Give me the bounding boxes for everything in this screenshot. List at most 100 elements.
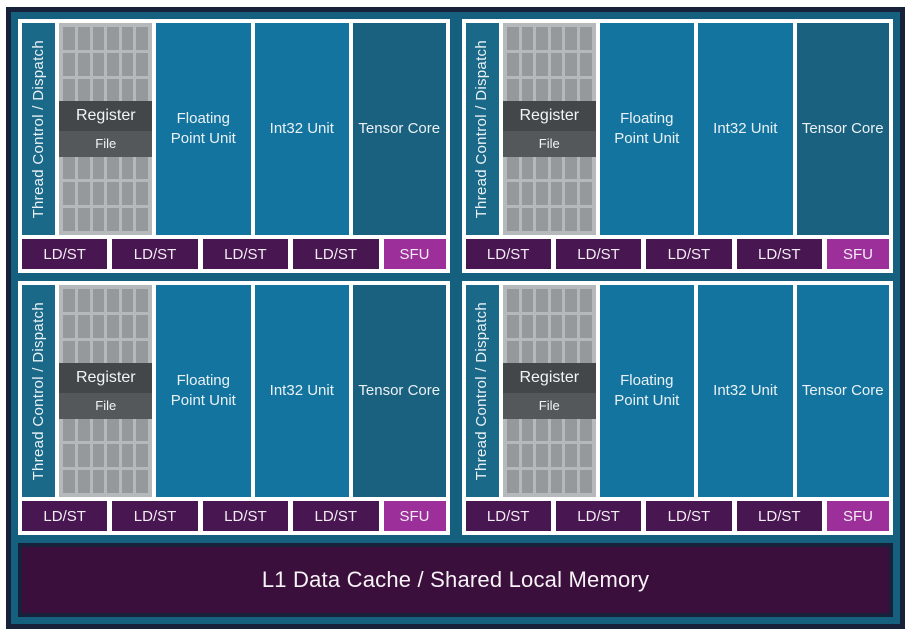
load-store-row: LD/ST LD/ST LD/ST LD/ST SFU bbox=[465, 239, 889, 269]
register-cell bbox=[136, 208, 149, 231]
register-cell bbox=[107, 340, 119, 364]
register-cell bbox=[107, 52, 119, 76]
ldst-unit-label: LD/ST bbox=[314, 507, 358, 525]
register-cell bbox=[78, 470, 90, 493]
ldst-unit-block: LD/ST bbox=[555, 239, 642, 269]
register-cell bbox=[107, 314, 119, 338]
register-cell bbox=[536, 27, 548, 50]
register-cell bbox=[579, 52, 592, 76]
register-cell bbox=[521, 470, 534, 493]
tensor-core-label: Tensor Core bbox=[358, 119, 441, 137]
ldst-unit-label: LD/ST bbox=[133, 507, 177, 525]
register-file-label-line1: Register bbox=[59, 363, 153, 393]
register-cell bbox=[521, 156, 534, 180]
register-cell bbox=[63, 78, 76, 102]
register-cell bbox=[506, 182, 519, 206]
register-cell bbox=[579, 470, 592, 493]
register-cell bbox=[136, 156, 149, 180]
register-cell bbox=[63, 182, 76, 206]
register-cell bbox=[565, 182, 577, 206]
register-cell bbox=[550, 156, 563, 180]
register-cell bbox=[579, 182, 592, 206]
register-cell bbox=[550, 208, 563, 231]
register-cell bbox=[565, 444, 577, 468]
register-cell bbox=[121, 418, 134, 442]
diagram-frame: Thread Control / Dispatch Register File … bbox=[6, 7, 905, 629]
register-cell bbox=[121, 470, 134, 493]
register-cell bbox=[579, 208, 592, 231]
sfu-unit-label: SFU bbox=[399, 245, 430, 263]
register-cell bbox=[565, 470, 577, 493]
register-cell bbox=[136, 182, 149, 206]
register-file-label-band: Register File bbox=[59, 101, 153, 157]
l1-data-cache-bar: L1 Data Cache / Shared Local Memory bbox=[18, 543, 893, 617]
ldst-unit-block: LD/ST bbox=[465, 239, 551, 269]
register-cell bbox=[521, 182, 534, 206]
register-cell bbox=[78, 418, 90, 442]
thread-control-dispatch-label: Thread Control / Dispatch bbox=[29, 301, 47, 481]
register-cell bbox=[92, 208, 105, 231]
ldst-unit-block: LD/ST bbox=[112, 501, 198, 531]
register-cell bbox=[506, 470, 519, 493]
register-file-block: Register File bbox=[502, 23, 596, 235]
register-cell bbox=[121, 156, 134, 180]
register-cell bbox=[506, 289, 519, 312]
register-cell bbox=[536, 182, 548, 206]
register-cell bbox=[506, 444, 519, 468]
register-file-label-line2: File bbox=[59, 392, 153, 419]
register-cell bbox=[107, 289, 119, 312]
sfu-unit-block: SFU bbox=[383, 501, 446, 531]
register-cell bbox=[550, 78, 563, 102]
register-cell bbox=[92, 182, 105, 206]
tensor-core-block: Tensor Core bbox=[796, 23, 890, 235]
register-cell bbox=[521, 52, 534, 76]
register-cell bbox=[536, 208, 548, 231]
register-file-label-band: Register File bbox=[502, 101, 596, 157]
sm-partition: Thread Control / Dispatch Register File … bbox=[461, 19, 893, 273]
register-cell bbox=[136, 78, 149, 102]
tensor-core-label: Tensor Core bbox=[801, 119, 884, 137]
register-cell bbox=[506, 340, 519, 364]
ldst-unit-block: LD/ST bbox=[736, 501, 822, 531]
register-cell bbox=[521, 78, 534, 102]
register-cell bbox=[121, 182, 134, 206]
register-cell bbox=[92, 470, 105, 493]
register-file-block: Register File bbox=[502, 285, 596, 497]
register-cell bbox=[550, 182, 563, 206]
register-cell bbox=[550, 27, 563, 50]
register-cell bbox=[63, 27, 76, 50]
ldst-unit-label: LD/ST bbox=[758, 245, 801, 263]
register-cell bbox=[506, 78, 519, 102]
sm-partition: Thread Control / Dispatch Register File … bbox=[461, 281, 893, 535]
floating-point-unit-label: Floating Point Unit bbox=[614, 109, 680, 147]
register-cell bbox=[536, 470, 548, 493]
register-cell bbox=[78, 78, 90, 102]
register-file-label-line2: File bbox=[502, 392, 596, 419]
int32-unit-label: Int32 Unit bbox=[269, 119, 334, 137]
register-cell bbox=[63, 289, 76, 312]
ldst-unit-block: LD/ST bbox=[293, 501, 379, 531]
register-cell bbox=[550, 289, 563, 312]
register-file-label-line1: Register bbox=[502, 101, 596, 131]
sfu-unit-block: SFU bbox=[827, 239, 889, 269]
ldst-unit-label: LD/ST bbox=[224, 245, 267, 263]
register-cell bbox=[92, 156, 105, 180]
register-cell bbox=[78, 27, 90, 50]
register-cell bbox=[136, 418, 149, 442]
int32-unit-label: Int32 Unit bbox=[713, 381, 778, 399]
register-cell bbox=[550, 52, 563, 76]
execution-columns: Thread Control / Dispatch Register File … bbox=[22, 23, 446, 235]
ldst-unit-label: LD/ST bbox=[577, 245, 620, 263]
register-cell bbox=[121, 289, 134, 312]
register-cell bbox=[121, 340, 134, 364]
register-cell bbox=[121, 78, 134, 102]
sm-quadrant-grid: Thread Control / Dispatch Register File … bbox=[18, 19, 893, 535]
register-cell bbox=[521, 444, 534, 468]
register-cell bbox=[579, 314, 592, 338]
sfu-unit-label: SFU bbox=[843, 245, 873, 263]
thread-control-dispatch-block: Thread Control / Dispatch bbox=[22, 285, 56, 497]
int32-unit-label: Int32 Unit bbox=[269, 381, 334, 399]
register-cell bbox=[136, 340, 149, 364]
register-cell bbox=[550, 314, 563, 338]
register-cell bbox=[506, 208, 519, 231]
